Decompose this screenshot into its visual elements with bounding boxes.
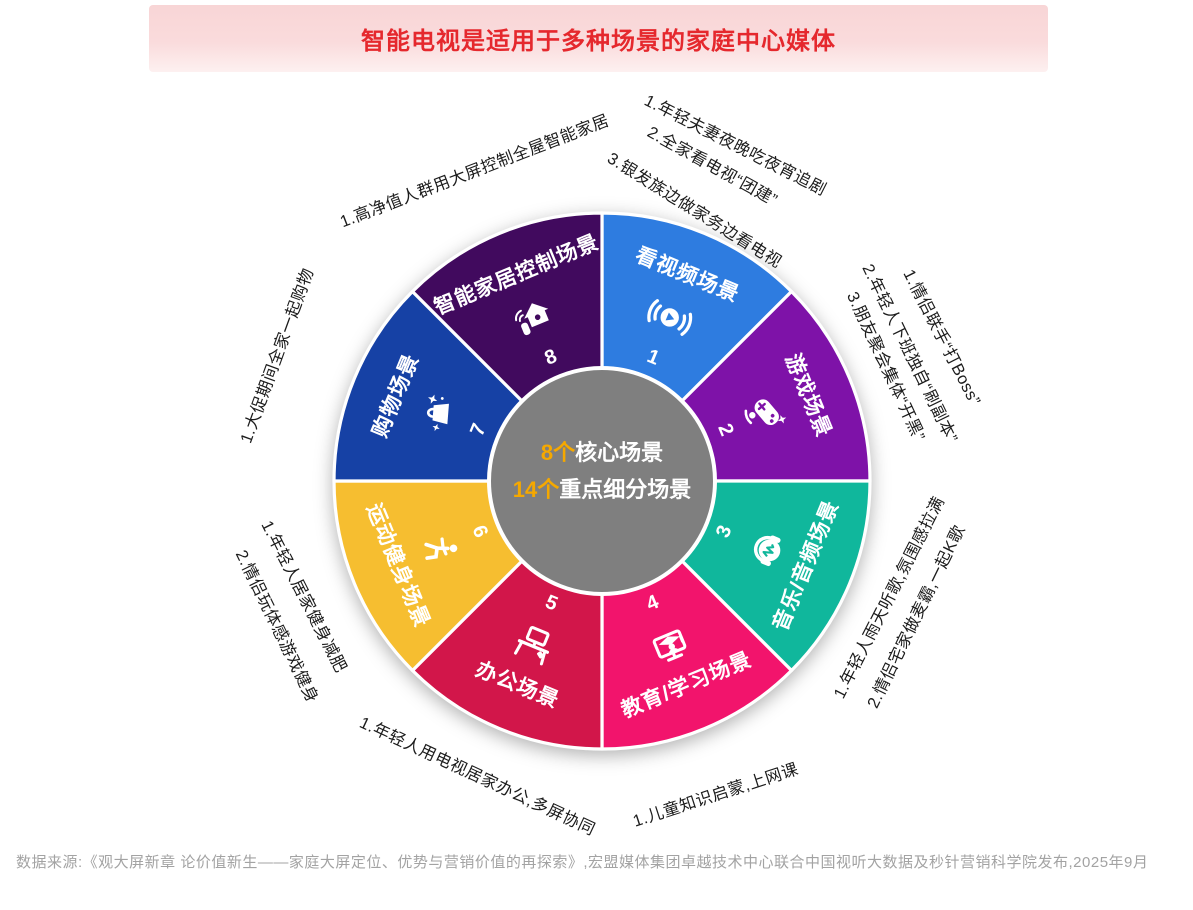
shopping-bag-icon <box>426 394 449 432</box>
broadcast-play-icon <box>647 299 693 336</box>
center-stat2-label: 重点细分场景 <box>559 477 691 502</box>
center-stat1: 8个核心场景 <box>541 440 663 465</box>
scenario-annotation: 1.儿童知识启蒙,上网课 <box>631 759 801 830</box>
page-title: 智能电视是适用于多种场景的家庭中心媒体 <box>361 28 836 55</box>
data-source-note: 数据来源:《观大屏新章 论价值新生——家庭大屏定位、优势与营销价值的再探索》,宏… <box>16 854 1149 871</box>
center-hub <box>487 366 717 596</box>
scenario-annotation: 1.高净值人群用大屏控制全屋智能家居 <box>337 111 612 232</box>
center-stat2: 14个重点细分场景 <box>513 477 692 502</box>
graduation-monitor-icon <box>652 629 687 662</box>
center-stat2-number: 14个 <box>513 477 560 502</box>
gamepad-icon <box>744 399 787 426</box>
scenario-annotation: 1.大促期间全家一起购物 <box>236 266 317 446</box>
title-banner: 智能电视是适用于多种场景的家庭中心媒体 <box>149 5 1048 72</box>
smart-home-icon <box>515 303 549 336</box>
runner-icon <box>424 537 458 560</box>
desk-monitor-icon <box>513 626 550 666</box>
headphones-icon <box>753 535 781 567</box>
center-stat1-label: 核心场景 <box>575 440 663 465</box>
center-stat1-number: 8个 <box>541 440 576 465</box>
